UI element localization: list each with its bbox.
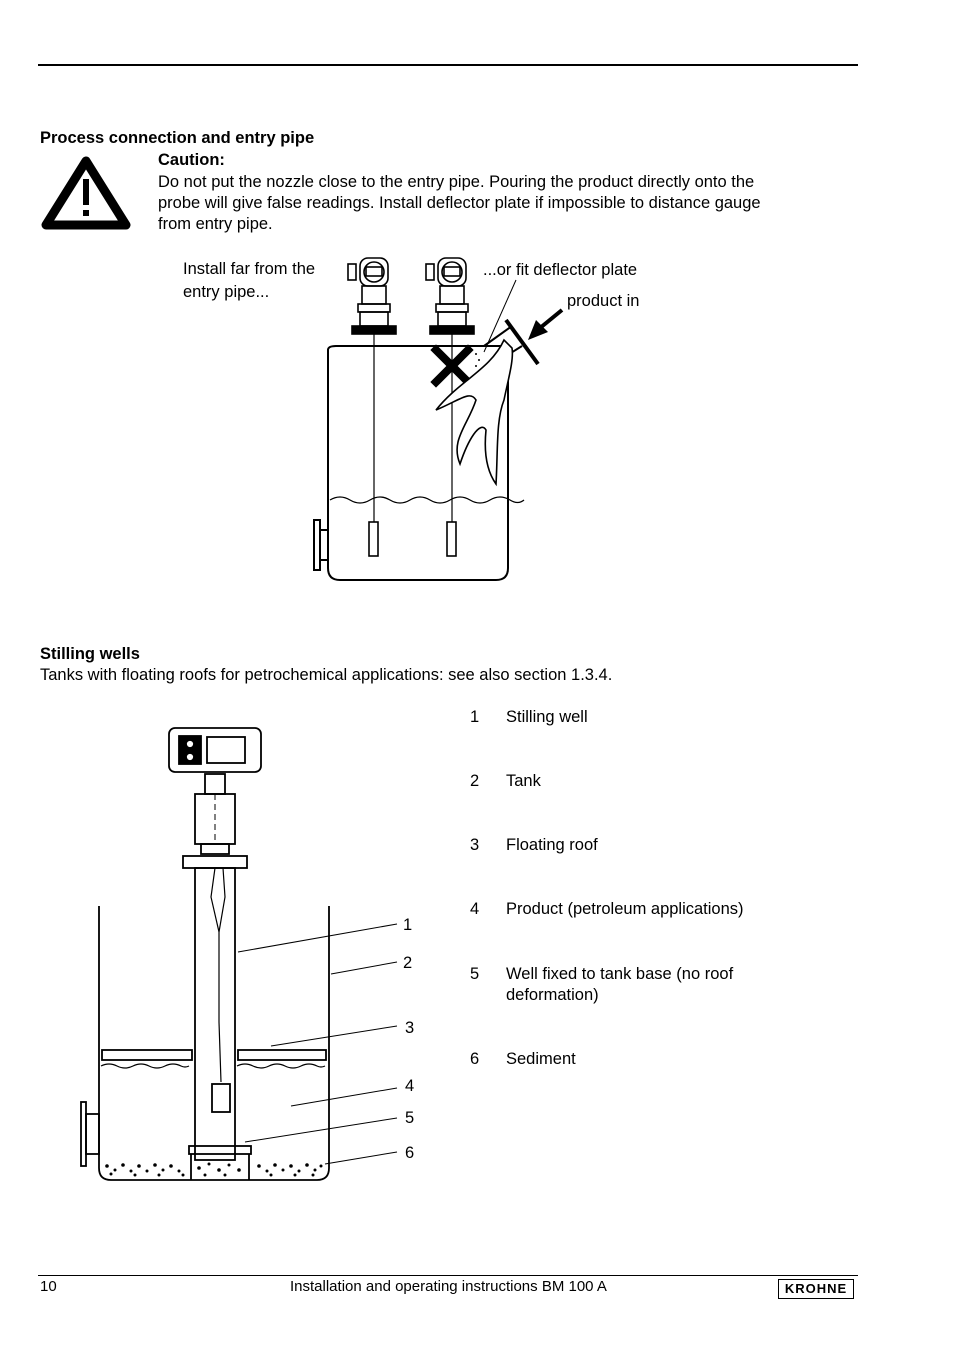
caution-line-1: Do not put the nozzle close to the entry… (158, 173, 755, 191)
legend-number: 6 (470, 1050, 480, 1068)
label-product-in: product in (567, 292, 640, 310)
top-rule (38, 64, 858, 66)
legend-number: 3 (470, 836, 480, 854)
caution-line-3: from entry pipe. (158, 215, 273, 233)
callout-4: 4 (405, 1077, 414, 1095)
radar-gauge-right (425, 257, 475, 557)
legend-number: 5 (470, 965, 480, 983)
legend-text: Tank (506, 772, 541, 790)
callout-3: 3 (405, 1019, 414, 1037)
legend-number: 4 (470, 900, 480, 918)
callout-2: 2 (403, 954, 412, 972)
sediment (105, 1162, 323, 1177)
product-stream (435, 338, 514, 487)
bottom-rule (38, 1275, 858, 1276)
section-heading-process-connection: Process connection and entry pipe (40, 129, 315, 147)
tank-entry-pipe-diagram (313, 257, 564, 581)
label-deflector-plate: ...or fit deflector plate (483, 261, 638, 279)
label-install-far-line-2: entry pipe... (183, 283, 270, 301)
callout-1: 1 (403, 916, 412, 934)
legend-text: Stilling well (506, 708, 588, 726)
legend-text: Floating roof (506, 836, 598, 854)
callout-5: 5 (405, 1109, 414, 1127)
krohne-logo: KROHNE (778, 1279, 854, 1299)
caution-title: Caution: (158, 151, 225, 169)
stilling-well-diagram: 1 2 3 4 5 6 (80, 727, 414, 1181)
page-number: 10 (40, 1278, 57, 1295)
caution-line-2: probe will give false readings. Install … (158, 194, 761, 212)
warning-triangle-icon (41, 156, 131, 230)
product-in-arrow-icon (528, 308, 564, 340)
legend-text: Sediment (506, 1050, 576, 1068)
label-install-far-line-1: Install far from the (183, 260, 316, 278)
legend-text: Well fixed to tank base (no roof deforma… (506, 965, 734, 1004)
legend-number: 2 (470, 772, 480, 790)
document-title: Installation and operating instructions … (290, 1278, 607, 1295)
radar-gauge-left (347, 257, 397, 557)
leader-deflector (483, 279, 517, 353)
section-heading-stilling-wells: Stilling wells (40, 645, 140, 663)
legend-text: Product (petroleum applications) (506, 900, 744, 918)
cross-mark-icon (430, 344, 474, 388)
legend-number: 1 (470, 708, 480, 726)
stilling-wells-intro: Tanks with floating roofs for petrochemi… (40, 666, 613, 684)
callout-6: 6 (405, 1144, 414, 1162)
